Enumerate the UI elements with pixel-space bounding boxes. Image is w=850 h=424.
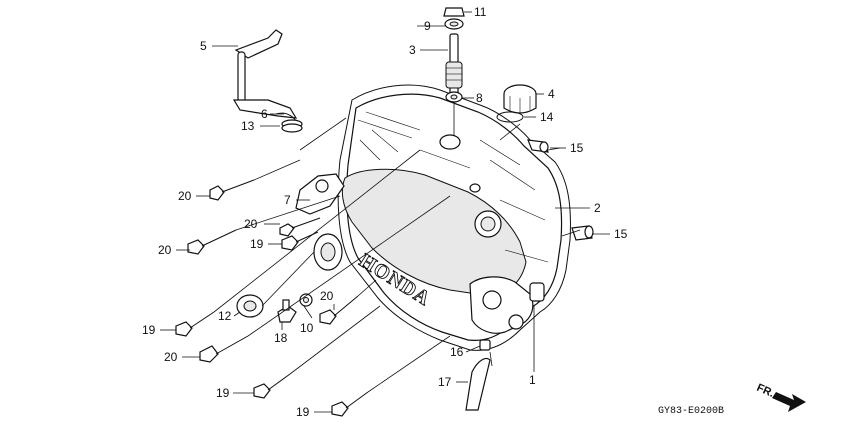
callout-15-upper: 15 bbox=[570, 141, 584, 155]
bolt-19b bbox=[175, 311, 215, 337]
callout-20-b: 20 bbox=[244, 217, 258, 231]
bolt-20c bbox=[187, 229, 237, 255]
callout-15-lower: 15 bbox=[614, 227, 628, 241]
oil-seal bbox=[236, 294, 264, 318]
callout-5: 5 bbox=[200, 39, 207, 53]
callout-1: 1 bbox=[529, 373, 536, 387]
callout-11: 11 bbox=[474, 5, 487, 19]
callout-7: 7 bbox=[284, 193, 291, 207]
callout-leaders bbox=[160, 11, 610, 413]
speedometer-gear bbox=[445, 33, 463, 97]
callout-6: 6 bbox=[261, 107, 268, 121]
callout-17: 17 bbox=[438, 375, 452, 389]
callout-19-d: 19 bbox=[296, 405, 310, 419]
assembly-lines bbox=[213, 104, 581, 393]
callout-18: 18 bbox=[274, 331, 288, 345]
callout-3: 3 bbox=[409, 43, 416, 57]
cap-nut bbox=[443, 7, 465, 17]
callout-8: 8 bbox=[476, 91, 483, 105]
callout-14: 14 bbox=[540, 110, 554, 124]
callout-12: 12 bbox=[218, 309, 232, 323]
oil-filler-cap bbox=[503, 84, 537, 114]
o-ring bbox=[496, 111, 524, 123]
callout-numbers: 5 6 13 11 9 3 8 4 14 15 2 15 7 20 20 20 … bbox=[142, 5, 628, 419]
shift-shaft bbox=[232, 29, 299, 127]
callout-13: 13 bbox=[241, 119, 255, 133]
dowel-pin-lower bbox=[571, 225, 594, 241]
spring-washer bbox=[281, 119, 303, 133]
callout-20-a: 20 bbox=[178, 189, 192, 203]
callout-9: 9 bbox=[424, 19, 431, 33]
drain-bolt bbox=[277, 299, 297, 323]
diagram-code: GY83-E0200B bbox=[658, 406, 724, 417]
bolt-20b bbox=[279, 217, 321, 237]
bolt-20d bbox=[319, 295, 359, 325]
bolt-20a bbox=[209, 179, 255, 201]
bolt-20e bbox=[199, 335, 249, 363]
callout-2: 2 bbox=[594, 201, 601, 215]
callout-20-e: 20 bbox=[164, 350, 178, 364]
breather-tube bbox=[465, 357, 491, 411]
callout-20-d: 20 bbox=[320, 289, 334, 303]
bolt-19a bbox=[281, 231, 319, 251]
callout-4: 4 bbox=[548, 87, 555, 101]
callout-20-c: 20 bbox=[158, 243, 172, 257]
callout-19-b: 19 bbox=[142, 323, 156, 337]
clutch-cover: HONDA bbox=[313, 84, 571, 351]
callout-16: 16 bbox=[450, 345, 464, 359]
washer-8 bbox=[445, 91, 463, 103]
callout-10: 10 bbox=[300, 321, 314, 335]
cable-clamp bbox=[295, 173, 345, 215]
callout-19-a: 19 bbox=[250, 237, 264, 251]
arrow-right-icon bbox=[772, 392, 806, 412]
dowel-pin-upper bbox=[527, 139, 549, 153]
pipe-joint bbox=[479, 339, 491, 351]
front-direction-arrow: FR. bbox=[755, 382, 806, 412]
callout-19-c: 19 bbox=[216, 386, 230, 400]
oil-seal-small bbox=[444, 18, 464, 30]
bolt-19d bbox=[331, 391, 369, 417]
bolt-19c bbox=[253, 373, 291, 399]
